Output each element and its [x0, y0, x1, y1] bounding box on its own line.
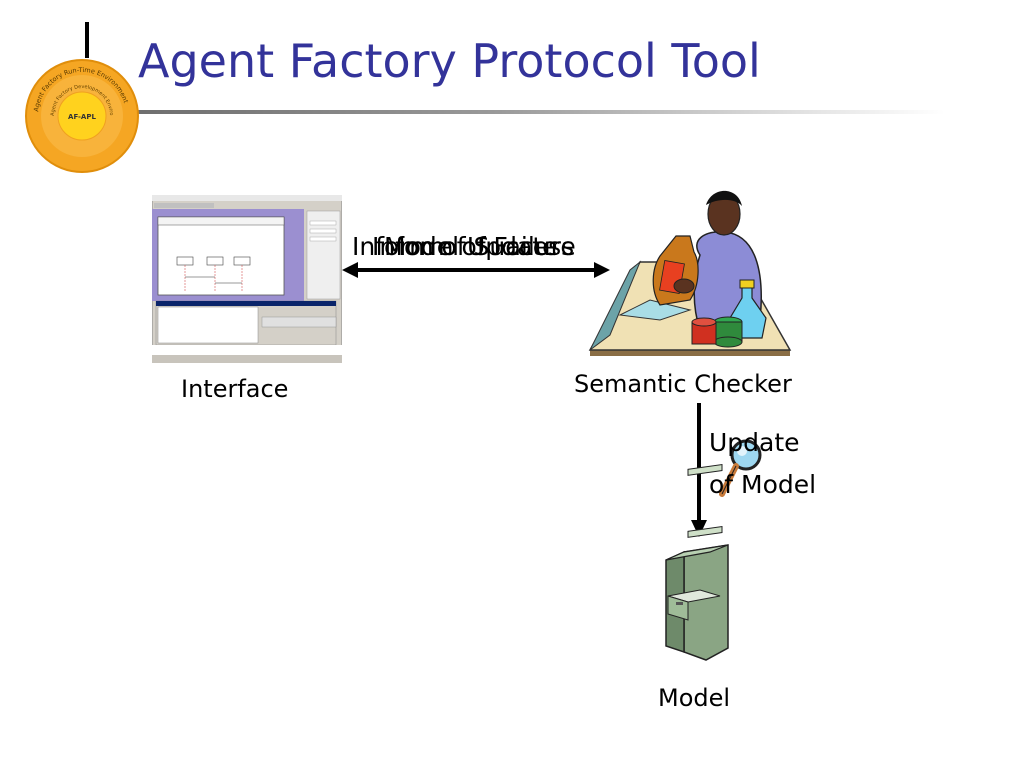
update-arrow — [691, 403, 707, 537]
update-label-line1: Update — [709, 428, 800, 457]
interface-screenshot-image — [152, 195, 342, 363]
filing-cabinet-image — [665, 463, 729, 661]
title-accent-bar — [85, 22, 89, 58]
inform-success-label: Inform of Success — [352, 232, 575, 261]
inform-failure-label: Inform of Failure — [372, 232, 576, 261]
magnifier-icon — [719, 439, 762, 497]
model-update-label: Model Update — [384, 232, 558, 261]
semantic-checker-label: Semantic Checker — [574, 370, 792, 398]
slide-title: Agent Factory Protocol Tool — [138, 34, 761, 88]
scientist-clipart — [588, 190, 792, 356]
update-label-line2: of Model — [709, 470, 817, 499]
model-label: Model — [658, 684, 731, 712]
bidirectional-arrow — [342, 262, 610, 278]
agent-factory-logo: Agent Factory Run-Time Environment Agent… — [24, 58, 139, 173]
logo-inner-text: AF-APL — [68, 113, 96, 121]
title-divider — [135, 110, 945, 114]
interface-label: Interface — [181, 375, 289, 403]
